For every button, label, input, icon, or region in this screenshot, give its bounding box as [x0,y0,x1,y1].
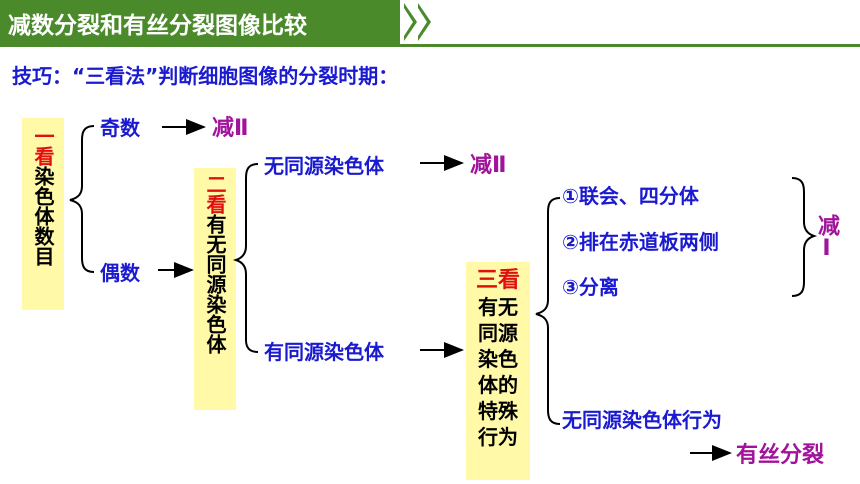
behavior-item-separation: ③分离 [562,275,619,299]
chevron-icon [404,3,417,41]
behavior-item-equator: ②排在赤道板两侧 [562,230,719,254]
brace-step2 [232,163,259,353]
step2-box: 二看 有无同源染色体 [194,168,236,410]
odd-label: 奇数 [100,116,140,140]
no-homolog-label: 无同源染色体 [264,154,384,178]
step3-head: 三看 [475,268,520,293]
no-behavior-label: 无同源染色体行为 [562,408,722,432]
step3-box: 三看 有无同源染色体的特殊行为 [466,262,530,480]
brace-behaviors [791,177,818,297]
step1-box: 一看 染色体数目 [22,118,64,310]
mitosis-result: 有丝分裂 [736,443,825,468]
even-label: 偶数 [100,261,140,285]
brace-step1 [69,125,95,273]
chevron-icon [418,3,431,41]
no-homolog-result: 减Ⅱ [470,153,507,178]
step2-head: 二看 [203,174,227,214]
step2-body: 有无同源染色体 [203,214,227,354]
behavior-item-synapsis: ①联会、四分体 [562,184,699,208]
title-underline [0,44,860,47]
step3-body: 有无同源染色体的特殊行为 [478,295,518,449]
has-homolog-label: 有同源染色体 [264,340,384,364]
page-title: 减数分裂和有丝分裂图像比较 [8,13,307,39]
step1-body: 染色体数目 [31,166,55,266]
odd-result: 减Ⅱ [212,116,249,141]
behavior-result: 减Ⅰ [814,214,839,261]
title-bar [0,0,400,44]
tip-text: 技巧：“三看法”判断细胞图像的分裂时期： [12,64,399,88]
brace-step3 [535,197,561,425]
step1-head: 一看 [31,126,55,166]
